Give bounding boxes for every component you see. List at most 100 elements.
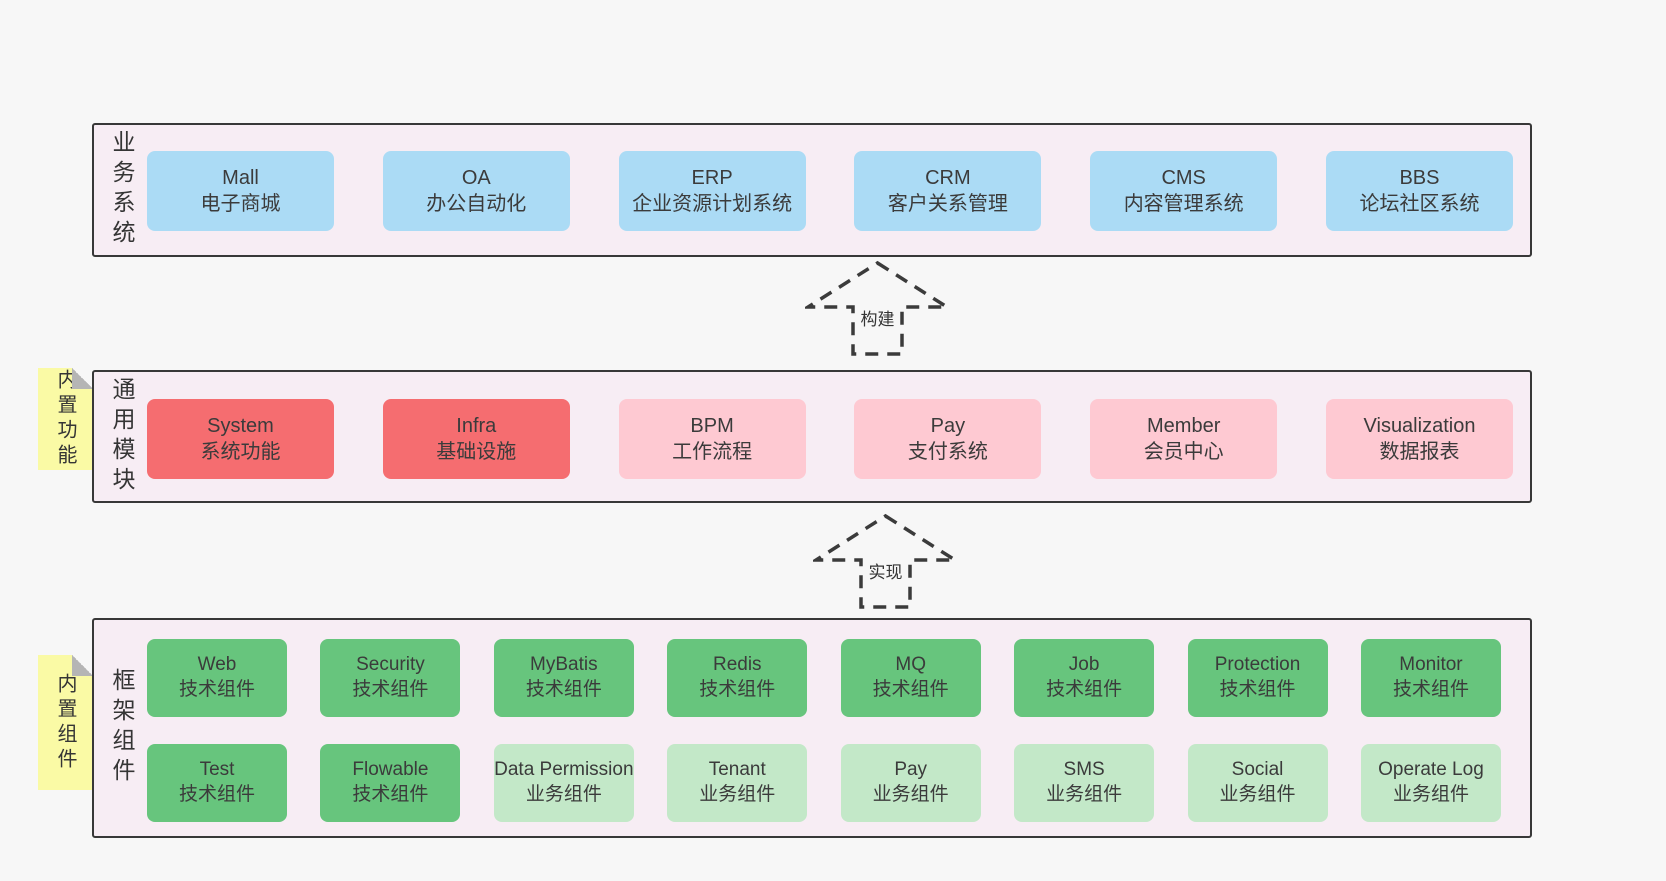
box-title: Pay — [894, 759, 928, 781]
box-redis: Redis 技术组件 — [667, 639, 808, 717]
box-erp: ERP 企业资源计划系统 — [618, 151, 806, 231]
box-mall: Mall 电子商城 — [147, 151, 334, 231]
arrow-build: 构建 — [805, 260, 950, 357]
box-system: System 系统功能 — [147, 399, 334, 479]
box-data-permission: Data Permission 业务组件 — [493, 744, 634, 822]
tab-label: 内置功能 — [54, 369, 76, 469]
box-title: Data Permission — [494, 759, 634, 781]
box-subtitle: 技术组件 — [1219, 679, 1296, 700]
box-title: Monitor — [1399, 654, 1463, 676]
box-title: Redis — [712, 654, 762, 676]
box-subtitle: 工作流程 — [672, 441, 753, 463]
box-subtitle: 技术组件 — [525, 679, 602, 700]
components-row-2: Test 技术组件 Flowable 技术组件 Data Permission … — [147, 744, 1501, 822]
panel-label-modules: 通用模块 — [109, 376, 135, 497]
box-tenant: Tenant 业务组件 — [667, 744, 808, 822]
box-subtitle: 会员中心 — [1143, 441, 1224, 463]
folded-corner-icon — [72, 368, 93, 389]
box-title: BBS — [1399, 167, 1440, 189]
box-subtitle: 基础设施 — [436, 441, 517, 463]
up-arrow-icon — [813, 513, 958, 609]
box-title: MyBatis — [530, 654, 598, 676]
folded-corner-icon — [72, 655, 93, 676]
up-arrow-icon — [805, 260, 950, 356]
box-pay: Pay 支付系统 — [854, 399, 1042, 479]
box-title: Member — [1147, 415, 1221, 437]
box-member: Member 会员中心 — [1090, 399, 1278, 479]
box-title: Social — [1231, 759, 1284, 781]
box-title: Infra — [456, 415, 497, 437]
business-boxes-row: Mall 电子商城 OA 办公自动化 ERP 企业资源计划系统 CRM 客户关系… — [147, 151, 1513, 231]
box-subtitle: 技术组件 — [178, 784, 255, 805]
components-row-1: Web 技术组件 Security 技术组件 MyBatis 技术组件 Redi… — [147, 639, 1501, 717]
box-web: Web 技术组件 — [147, 639, 287, 717]
box-title: System — [207, 415, 274, 437]
box-subtitle: 办公自动化 — [426, 193, 527, 215]
box-subtitle: 论坛社区系统 — [1359, 193, 1480, 215]
box-subtitle: 业务组件 — [1219, 784, 1296, 805]
arrow-label: 构建 — [857, 303, 898, 332]
box-test: Test 技术组件 — [147, 744, 287, 822]
box-title: Visualization — [1363, 415, 1476, 437]
box-title: Operate Log — [1378, 759, 1484, 781]
box-crm: CRM 客户关系管理 — [854, 151, 1042, 231]
framework-components-panel: 框架组件 Web 技术组件 Security 技术组件 MyBatis 技术组件… — [92, 618, 1532, 838]
box-subtitle: 技术组件 — [699, 679, 776, 700]
box-pay-biz: Pay 业务组件 — [840, 744, 981, 822]
box-subtitle: 业务组件 — [1046, 784, 1123, 805]
arrow-implement: 实现 — [813, 513, 958, 610]
box-subtitle: 企业资源计划系统 — [632, 193, 793, 215]
sticky-tab-builtin-features: 内置功能 — [38, 368, 93, 470]
box-title: Tenant — [708, 759, 766, 781]
box-subtitle: 业务组件 — [699, 784, 776, 805]
box-subtitle: 业务组件 — [1392, 784, 1469, 805]
box-title: Security — [356, 654, 425, 676]
box-subtitle: 技术组件 — [352, 679, 429, 700]
box-subtitle: 业务组件 — [525, 784, 602, 805]
box-subtitle: 电子商城 — [200, 193, 281, 215]
common-modules-panel: 通用模块 System 系统功能 Infra 基础设施 BPM 工作流程 Pay… — [92, 370, 1532, 503]
tab-label: 内置组件 — [54, 672, 76, 773]
panel-label-business: 业务系统 — [109, 130, 135, 250]
box-title: Mall — [222, 167, 259, 189]
box-subtitle: 支付系统 — [907, 441, 988, 463]
box-title: Job — [1068, 654, 1100, 676]
business-systems-panel: 业务系统 Mall 电子商城 OA 办公自动化 ERP 企业资源计划系统 CRM… — [92, 123, 1532, 257]
box-cms: CMS 内容管理系统 — [1090, 151, 1278, 231]
box-subtitle: 技术组件 — [178, 679, 255, 700]
box-security: Security 技术组件 — [320, 639, 461, 717]
box-monitor: Monitor 技术组件 — [1360, 639, 1501, 717]
box-social: Social 业务组件 — [1187, 744, 1328, 822]
box-title: Web — [197, 654, 237, 676]
box-job: Job 技术组件 — [1014, 639, 1155, 717]
box-subtitle: 技术组件 — [352, 784, 429, 805]
box-subtitle: 系统功能 — [200, 441, 281, 463]
box-oa: OA 办公自动化 — [382, 151, 570, 231]
box-title: CMS — [1161, 167, 1206, 189]
box-title: MQ — [895, 654, 926, 676]
box-flowable: Flowable 技术组件 — [320, 744, 461, 822]
box-subtitle: 数据报表 — [1379, 441, 1460, 463]
box-title: CRM — [925, 167, 971, 189]
box-bbs: BBS 论坛社区系统 — [1325, 151, 1513, 231]
box-visualization: Visualization 数据报表 — [1325, 399, 1513, 479]
box-title: Pay — [930, 415, 966, 437]
box-subtitle: 技术组件 — [1046, 679, 1123, 700]
box-title: ERP — [691, 167, 733, 189]
box-operate-log: Operate Log 业务组件 — [1360, 744, 1501, 822]
box-infra: Infra 基础设施 — [382, 399, 570, 479]
box-title: Flowable — [352, 759, 429, 781]
box-subtitle: 技术组件 — [1392, 679, 1469, 700]
box-bpm: BPM 工作流程 — [618, 399, 806, 479]
box-mq: MQ 技术组件 — [840, 639, 981, 717]
box-subtitle: 内容管理系统 — [1123, 193, 1244, 215]
box-title: Protection — [1214, 654, 1301, 676]
panel-label-components: 框架组件 — [109, 668, 135, 788]
box-sms: SMS 业务组件 — [1014, 744, 1155, 822]
modules-boxes-row: System 系统功能 Infra 基础设施 BPM 工作流程 Pay 支付系统… — [147, 399, 1513, 479]
box-mybatis: MyBatis 技术组件 — [493, 639, 634, 717]
box-title: Test — [199, 759, 235, 781]
box-subtitle: 业务组件 — [872, 784, 949, 805]
arrow-label: 实现 — [865, 556, 906, 585]
box-title: SMS — [1063, 759, 1105, 781]
